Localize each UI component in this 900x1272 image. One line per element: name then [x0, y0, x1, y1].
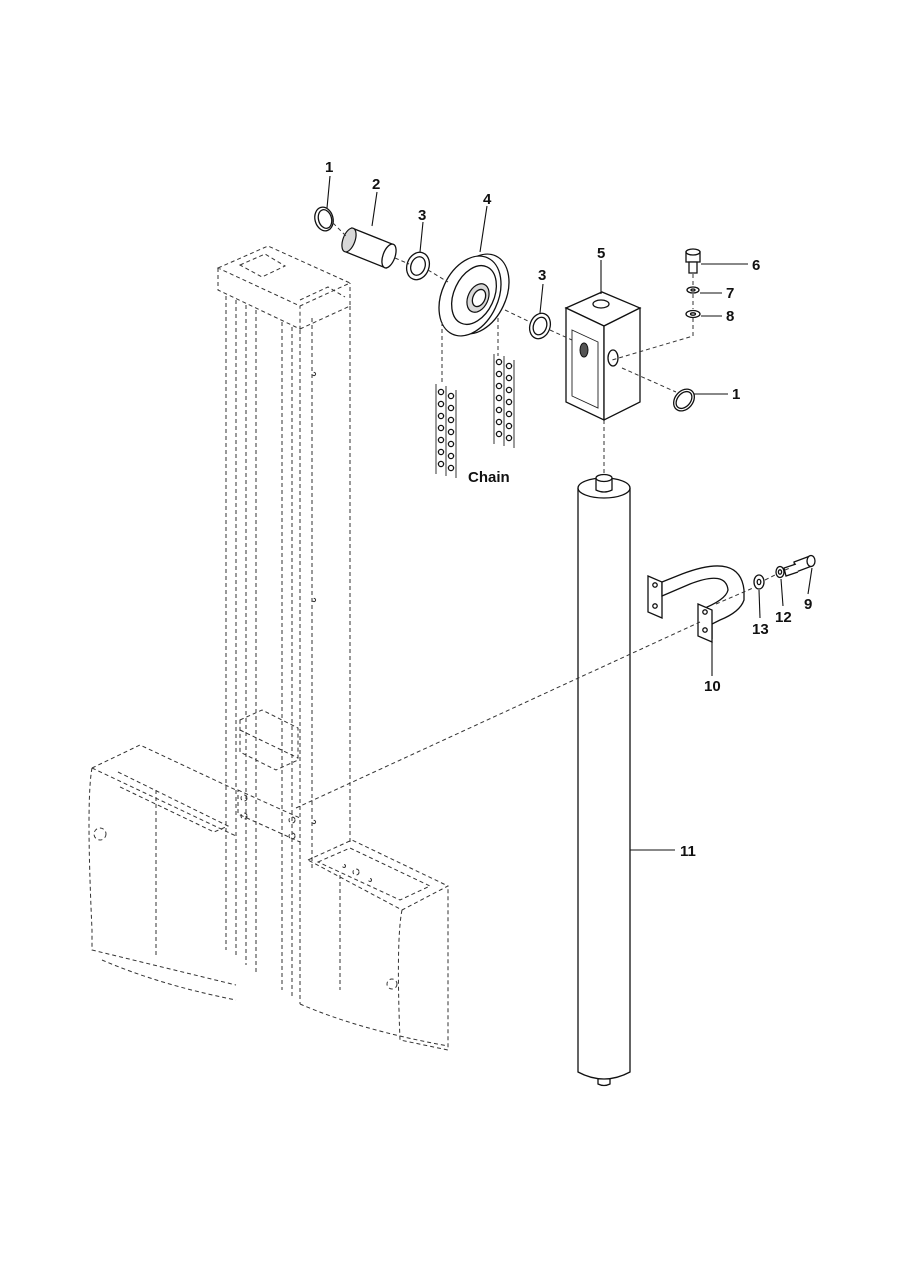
- callout-3-left: 3: [418, 207, 426, 224]
- snap-ring-1-right: [673, 388, 695, 412]
- snap-ring-1-top: [314, 206, 334, 232]
- bracket-10: [647, 565, 745, 643]
- bolt-6: [685, 248, 701, 274]
- callout-10: 10: [704, 678, 721, 695]
- callout-1-top: 1: [325, 159, 333, 176]
- callout-4: 4: [483, 191, 492, 208]
- sheave-block-5: [564, 291, 642, 422]
- bolt-9: [783, 554, 816, 577]
- washer-13: [753, 574, 765, 590]
- callout-1-right: 1: [732, 386, 740, 403]
- callout-6: 6: [752, 257, 760, 274]
- callout-9: 9: [804, 596, 812, 613]
- callout-11: 11: [680, 843, 696, 860]
- mast-assembly: [88, 245, 450, 1051]
- sheave-pulley-4: [438, 253, 510, 337]
- lift-cylinder-11: [577, 473, 631, 1087]
- washer-8: [685, 309, 701, 319]
- callout-chain: Chain: [468, 469, 510, 486]
- bushing-3-right: [528, 312, 552, 340]
- callout-2: 2: [372, 176, 380, 193]
- callout-13: 13: [752, 621, 769, 638]
- callout-8: 8: [726, 308, 734, 325]
- washer-7: [686, 286, 700, 294]
- callout-7: 7: [726, 285, 734, 302]
- leader-lines: [326, 175, 813, 851]
- callout-5: 5: [597, 245, 605, 262]
- chain-right: [493, 354, 515, 448]
- bushing-3-left: [405, 251, 431, 281]
- callout-3-right: 3: [538, 267, 546, 284]
- chain-left: [435, 384, 457, 478]
- pin-shaft-2: [341, 227, 397, 269]
- callout-labels: 1 2 3 4 3 5 6 7 8 1 Chain 9 12 13 10 11: [325, 159, 812, 860]
- callout-12: 12: [775, 609, 792, 626]
- assembly-center-lines: [295, 222, 791, 809]
- lock-washer-12: [775, 565, 785, 579]
